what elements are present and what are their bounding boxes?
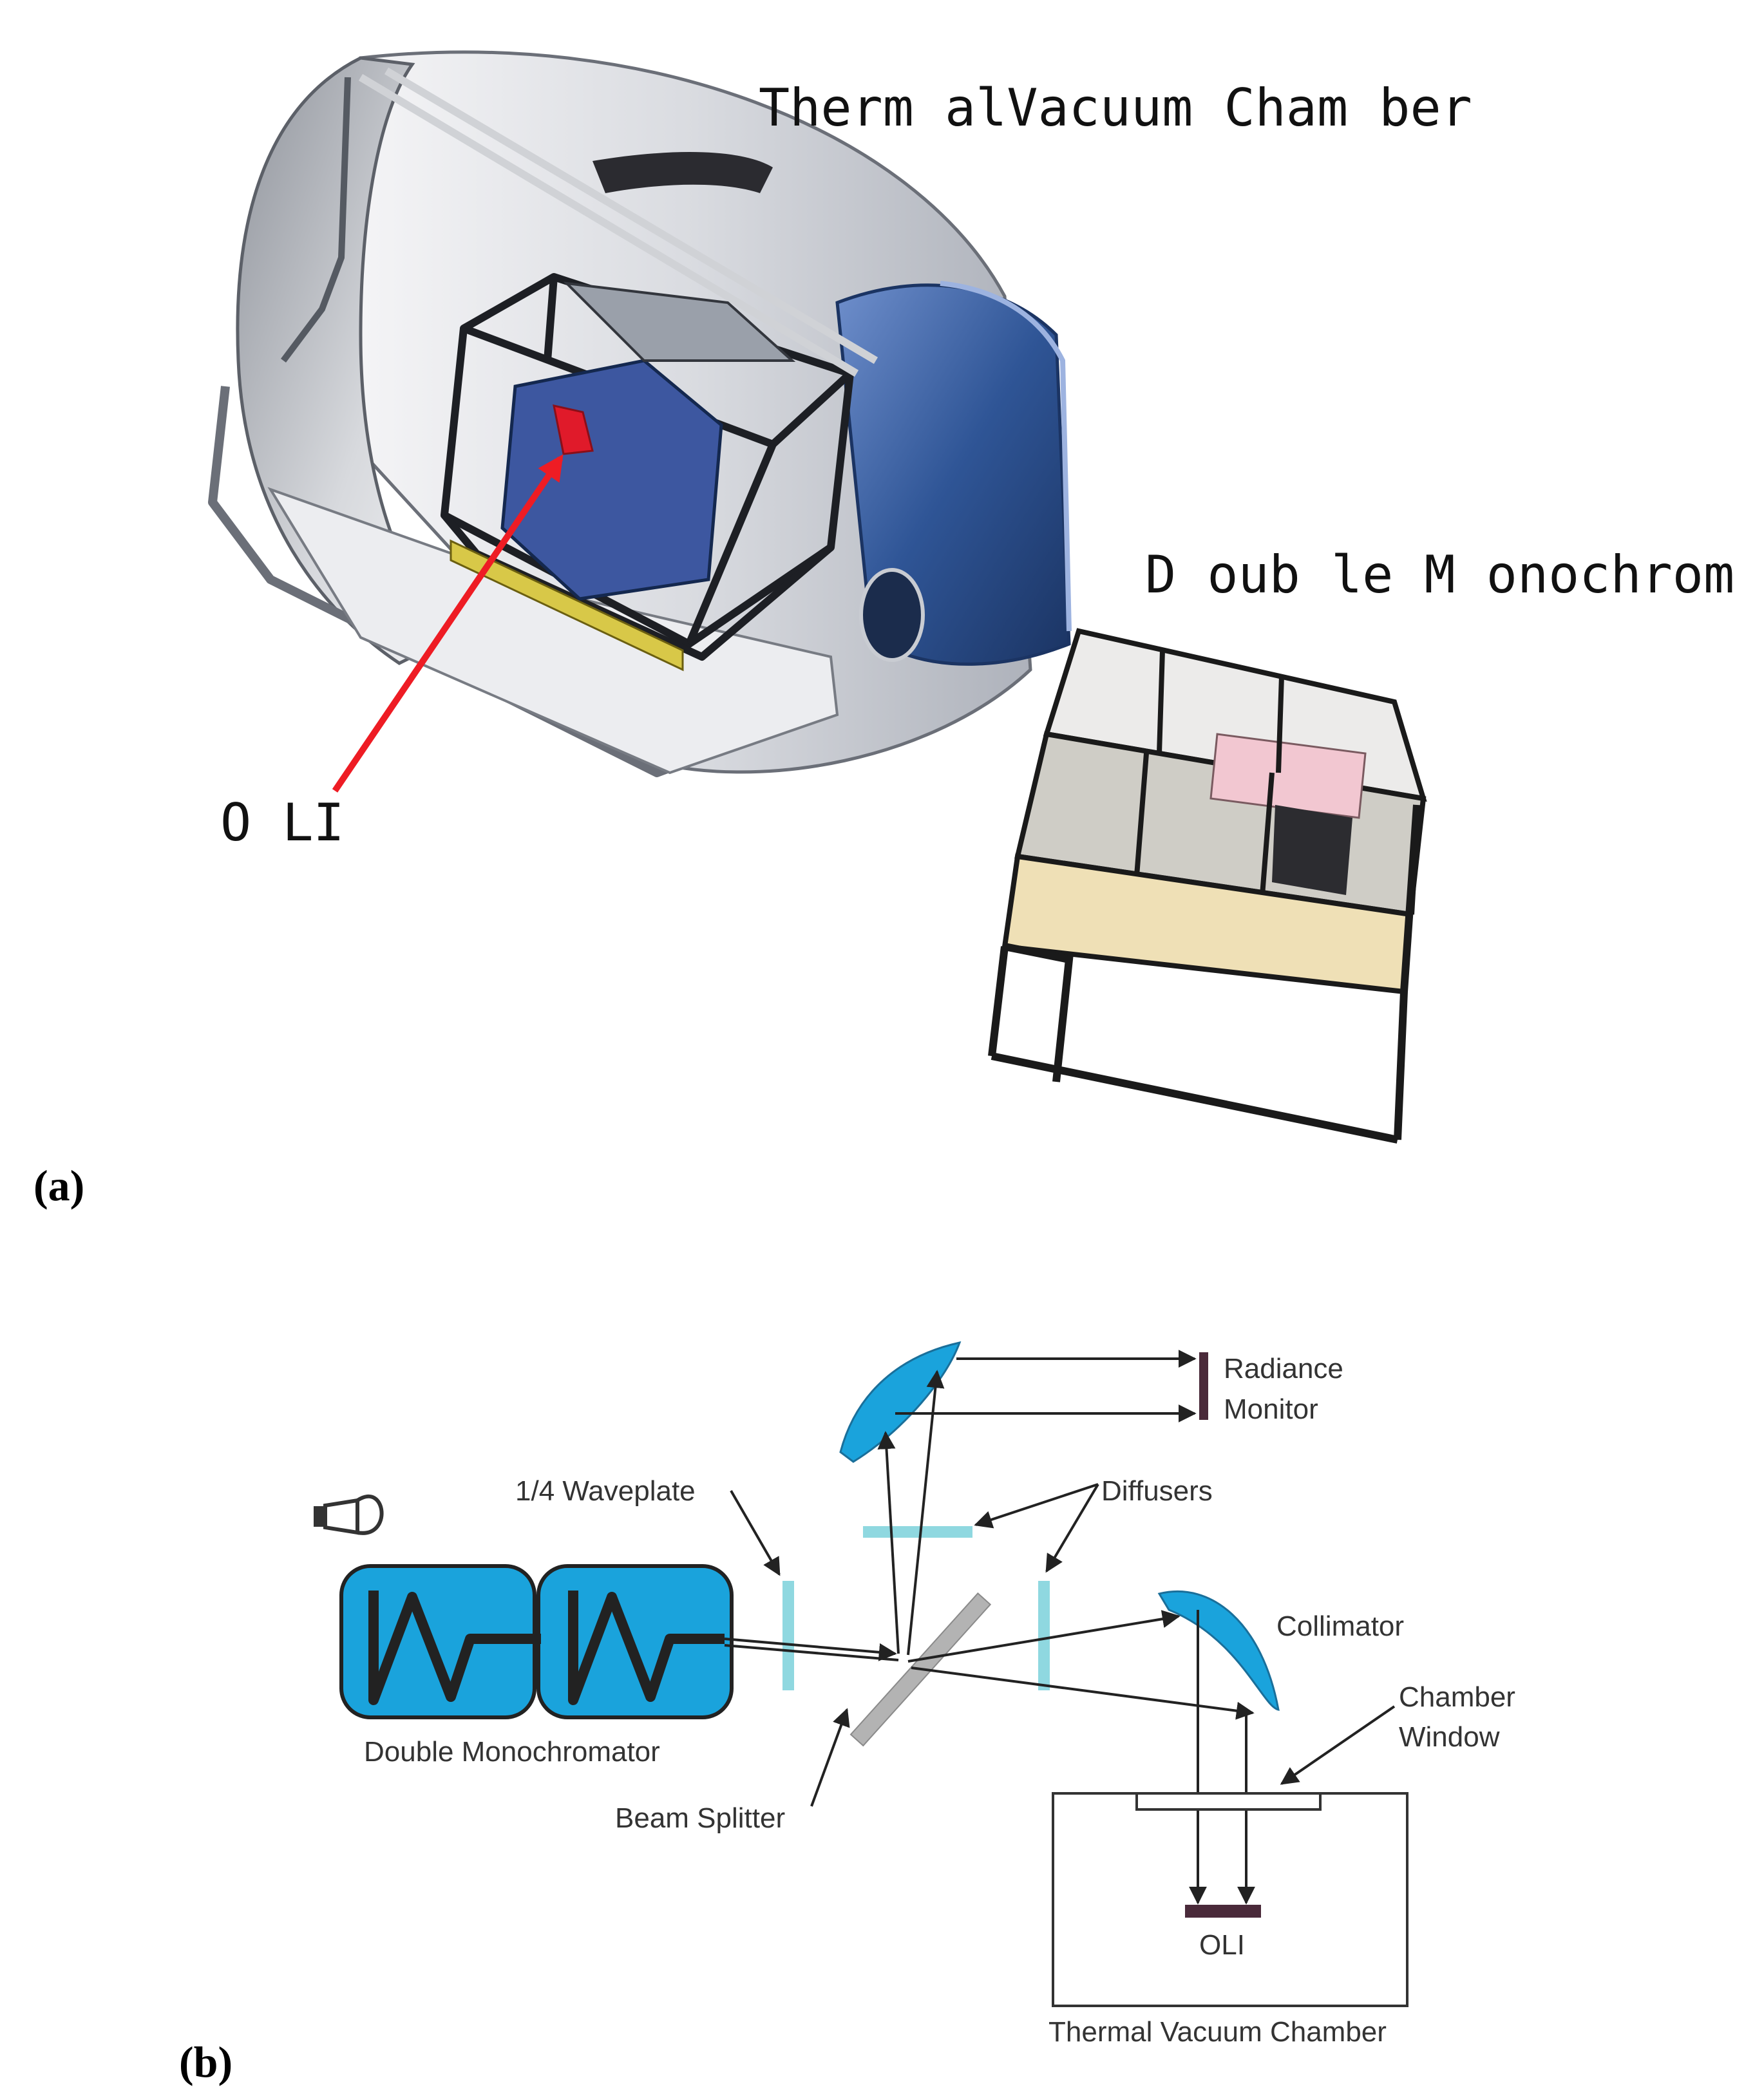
oli-detector — [1185, 1905, 1261, 1918]
chamber-top-band — [593, 152, 773, 193]
label-window: Window — [1399, 1721, 1500, 1753]
double-monochromator-diagram — [339, 1564, 734, 1719]
quarter-waveplate — [782, 1581, 794, 1690]
beam-paths — [724, 1350, 1255, 1905]
thermal-vacuum-chamber-illustration — [208, 50, 1072, 777]
label-oli: O LI — [220, 793, 345, 853]
chamber-window-port — [859, 568, 925, 662]
label-thermal-vacuum-chamber: Therm alVacuum Cham ber — [759, 78, 1472, 138]
label-double-monochromator-b: Double Monochromator — [364, 1736, 660, 1768]
oli-base-plate — [450, 539, 684, 672]
label-double-monochromator: D oub le M onochrom ator — [1145, 545, 1764, 605]
diffuser-1 — [863, 1526, 972, 1538]
panel-b: Radiance Monitor 1/4 Waveplate Diffusers… — [179, 1341, 1515, 2086]
label-monitor: Monitor — [1224, 1393, 1318, 1425]
label-thermal-vacuum-chamber-b: Thermal Vacuum Chamber — [1048, 2016, 1387, 2048]
panel-a: Therm alVacuum Cham ber D oub le M onoch… — [33, 50, 1764, 1210]
monochromator-front-dividers — [1134, 650, 1284, 896]
monochromator-zigzag-1 — [368, 1591, 541, 1705]
oli-highlight — [553, 404, 594, 455]
thermal-vacuum-chamber-box — [1052, 1792, 1408, 2007]
label-collimator: Collimator — [1276, 1610, 1404, 1642]
label-quarter-waveplate: 1/4 Waveplate — [515, 1475, 696, 1507]
panel-label-b: (b) — [179, 2037, 232, 2086]
collimator-mirror — [1157, 1590, 1280, 1711]
radiance-monitor-detector — [1199, 1352, 1208, 1420]
monochromator-zigzag-2 — [568, 1591, 725, 1705]
diffuser-2 — [1038, 1581, 1050, 1690]
chamber-end-cap-rim — [940, 281, 1072, 632]
chamber-window — [1135, 1792, 1322, 1811]
double-monochromator-illustration — [988, 628, 1427, 1144]
monochromator-pink-component — [1209, 733, 1367, 819]
chamber-top-rods — [358, 67, 878, 377]
label-leaders — [730, 1483, 1396, 1807]
label-diffusers: Diffusers — [1101, 1475, 1213, 1507]
monochromator-stand — [988, 804, 1421, 1144]
label-chamber: Chamber — [1399, 1681, 1515, 1713]
oli-pointer-arrow — [332, 454, 564, 793]
label-radiance: Radiance — [1224, 1353, 1343, 1384]
label-oli-b: OLI — [1199, 1929, 1245, 1961]
label-beam-splitter: Beam Splitter — [615, 1802, 785, 1834]
top-mirror — [839, 1341, 962, 1463]
panel-label-a: (a) — [33, 1161, 84, 1210]
door-strut — [281, 77, 351, 363]
monochromator-dark-component — [1272, 805, 1352, 895]
lamp-icon — [314, 1494, 384, 1535]
oli-instrument-detail — [563, 281, 796, 362]
